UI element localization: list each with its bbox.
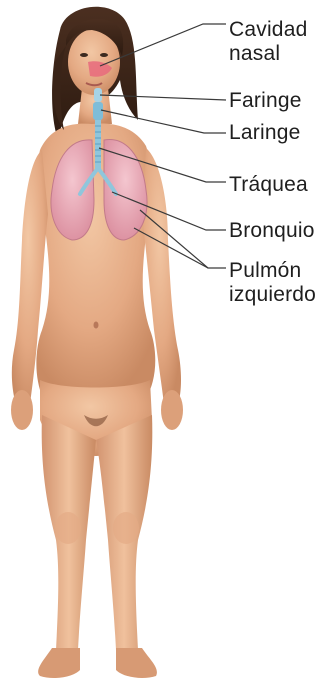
- label-left-lung-line1: Pulmón: [229, 259, 316, 283]
- body-silhouette: [11, 88, 183, 678]
- label-larynx: Laringe: [229, 121, 300, 145]
- label-left-lung: Pulmón izquierdo: [229, 259, 316, 307]
- label-bronchus: Bronquio: [229, 219, 315, 243]
- label-pharynx: Faringe: [229, 89, 302, 113]
- larynx: [93, 102, 103, 120]
- label-nasal-cavity-line1: Cavidad: [229, 18, 307, 42]
- label-left-lung-line2: izquierdo: [229, 283, 316, 307]
- label-nasal-cavity-line2: nasal: [229, 42, 307, 66]
- label-nasal-cavity: Cavidad nasal: [229, 18, 307, 66]
- label-trachea: Tráquea: [229, 173, 308, 197]
